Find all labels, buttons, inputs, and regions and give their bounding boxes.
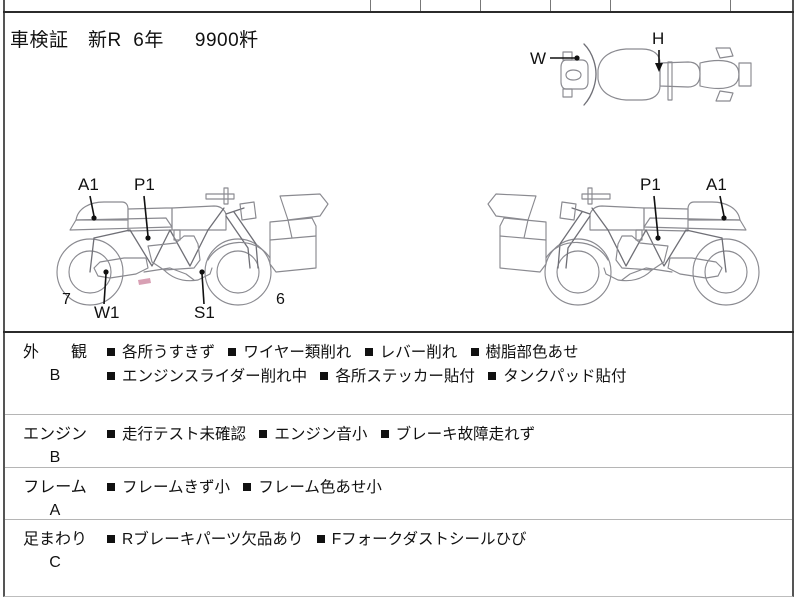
cut-cell-6 [730,0,792,11]
bullet-icon [228,348,237,357]
motorcycle-top-view-diagram: W H [520,22,770,127]
callout-7-label: 7 [62,291,71,308]
callout-p1-left-label: P1 [134,175,155,194]
condition-grade-frame: A [49,502,61,519]
condition-item: ブレーキ故障走れず [380,426,535,443]
callout-h-label: H [652,29,664,48]
condition-item: タンクパッド貼付 [488,368,626,385]
registration-line: 車検証 新R 6年 9900粁 [10,30,259,51]
condition-items-exterior: 各所うすきず ワイヤー類削れ レバー削れ 樹脂部色あせ エンジンスライダー削れ中… [107,341,786,389]
header-band: 車検証 新R 6年 9900粁 [3,13,794,331]
bullet-icon [470,348,479,357]
condition-items-suspension: Rブレーキパーツ欠品あり Fフォークダストシールひび [107,528,786,552]
header-top-rule [3,11,794,13]
condition-item: 各所うすきず [107,344,215,361]
condition-item: ワイヤー類削れ [228,344,351,361]
cut-cell-4 [550,0,610,11]
bullet-icon [259,430,268,439]
condition-category-engine: エンジン [22,426,87,443]
condition-item: エンジン音小 [259,426,367,443]
condition-item: 走行テスト未確認 [107,426,246,443]
callout-s1-label: S1 [194,303,215,322]
callout-w1-label: W1 [94,303,120,322]
condition-row-engine: エンジン B 走行テスト未確認 エンジン音小 ブレーキ故障走れず [5,415,792,468]
condition-row-suspension: 足まわり C Rブレーキパーツ欠品あり Fフォークダストシールひび [5,520,792,595]
bullet-icon [107,483,115,492]
bullet-icon [316,535,325,544]
bullet-icon [107,535,115,544]
condition-row-frame: フレーム A フレームきず小 フレーム色あせ小 [5,468,792,520]
condition-grade-exterior: B [49,367,61,384]
callout-a1-right: A1 [706,175,727,194]
condition-item: レバー削れ [364,344,457,361]
cut-cell-3 [480,0,550,11]
bullet-icon [364,348,373,357]
condition-table-top-rule [3,331,794,333]
condition-grade-engine: B [49,449,61,466]
condition-item: 各所ステッカー貼付 [320,368,475,385]
condition-item: フレームきず小 [107,479,230,496]
condition-row-exterior: 外 観 B 各所うすきず ワイヤー類削れ レバー削れ 樹脂部色あせ エンジンスラ… [5,333,792,415]
condition-item: Rブレーキパーツ欠品あり [107,531,303,548]
motorcycle-side-view-left-diagram: A1 P1 W1 S1 7 6 [48,168,338,323]
bullet-icon [320,372,329,381]
bullet-icon [488,372,497,381]
condition-item: 樹脂部色あせ [470,344,579,361]
bullet-icon [243,483,252,492]
condition-items-frame: フレームきず小 フレーム色あせ小 [107,476,786,500]
condition-item: エンジンスライダー削れ中 [107,368,307,385]
bullet-icon [107,348,115,357]
condition-items-engine: 走行テスト未確認 エンジン音小 ブレーキ故障走れず [107,423,786,447]
condition-category-frame: フレーム [23,479,87,496]
condition-grade-suspension: C [49,554,61,571]
callout-6-label: 6 [276,291,285,308]
cut-cell-5 [610,0,730,11]
condition-table: 外 観 B 各所うすきず ワイヤー類削れ レバー削れ 樹脂部色あせ エンジンスラ… [3,333,794,597]
top-cut-off-row [3,0,794,11]
condition-item: フレーム色あせ小 [243,479,382,496]
callout-p1-right: P1 [640,175,661,194]
bullet-icon [107,430,115,439]
condition-category-suspension: 足まわり [22,531,87,548]
bullet-icon [380,430,389,439]
bullet-icon [107,372,115,381]
cut-cell-1 [370,0,420,11]
cut-cell-0 [5,0,370,11]
motorcycle-side-view-right-diagram: P1 P1 A1 [478,168,768,323]
condition-item: Fフォークダストシールひび [316,531,527,548]
cut-cell-2 [420,0,480,11]
callout-a1-left-label: A1 [78,175,99,194]
condition-category-exterior: 外 観 [22,344,87,361]
callout-w-label: W [530,49,546,68]
